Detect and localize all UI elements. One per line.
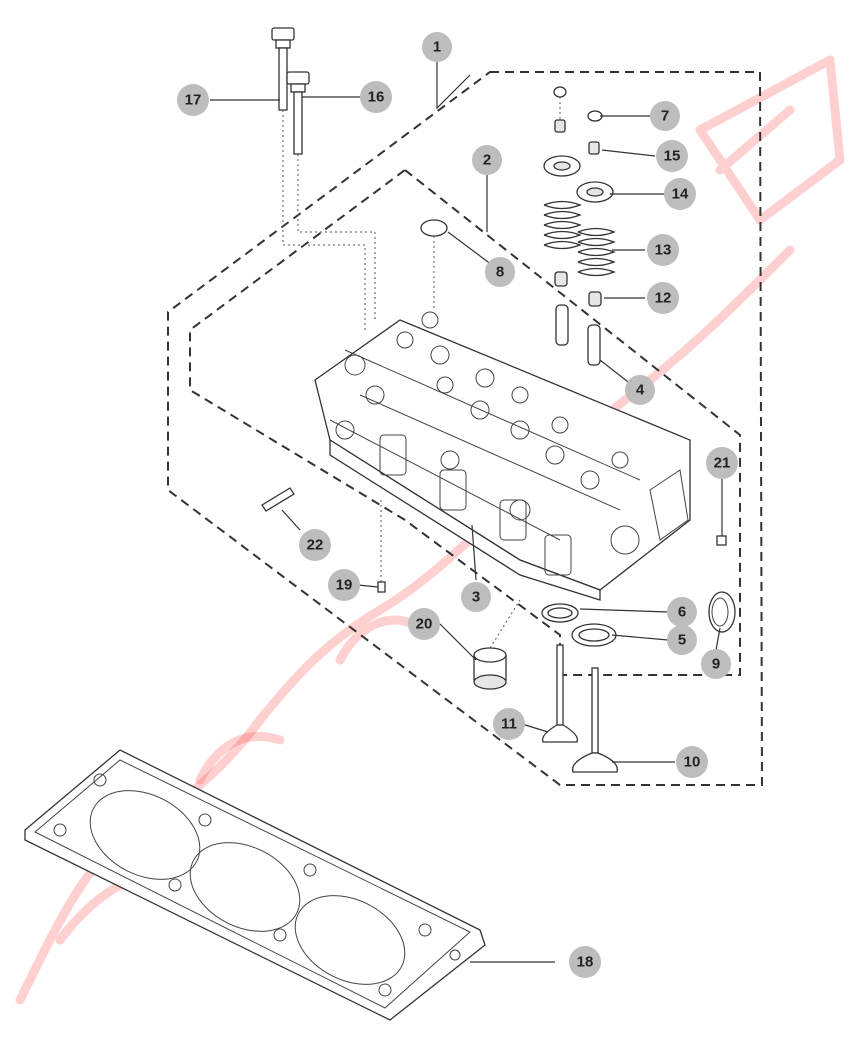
svg-text:14: 14 (672, 186, 689, 203)
plug (420, 219, 448, 310)
svg-text:10: 10 (684, 754, 701, 771)
callout-10: 10 (676, 746, 708, 778)
svg-text:9: 9 (712, 656, 720, 673)
callout-21: 21 (706, 447, 738, 479)
cylinder-head (314, 311, 691, 601)
head-bolt-short (286, 71, 310, 155)
callout-11: 11 (493, 708, 525, 740)
svg-text:22: 22 (307, 537, 324, 554)
svg-text:7: 7 (661, 108, 669, 125)
injector-sleeve (473, 599, 521, 690)
callout-2: 2 (472, 145, 502, 175)
side-cover-plug (708, 591, 736, 633)
exhaust-valve (571, 667, 619, 773)
callout-13: 13 (647, 234, 679, 266)
svg-text:1: 1 (433, 39, 441, 56)
svg-text:19: 19 (336, 577, 353, 594)
callout-9: 9 (701, 649, 731, 679)
svg-text:12: 12 (655, 290, 672, 307)
leader-lines (210, 62, 723, 963)
kit-outline-2 (189, 168, 741, 676)
valve-cotter-right (588, 141, 600, 155)
callout-20: 20 (408, 608, 440, 640)
callout-19: 19 (328, 569, 360, 601)
cover-bolt (716, 535, 727, 546)
intake-valve (541, 644, 579, 743)
dowel-pin (261, 487, 295, 512)
valve-stem-seal-left (554, 271, 568, 287)
callout-3: 3 (461, 582, 491, 612)
kit-outline-1 (167, 71, 764, 786)
head-bolt-long (271, 27, 295, 111)
valve-spring-right (577, 227, 616, 277)
svg-text:21: 21 (714, 455, 731, 472)
callout-14: 14 (664, 178, 696, 210)
svg-text:18: 18 (577, 954, 594, 971)
valve-seat-insert-5 (571, 623, 617, 647)
svg-text:5: 5 (678, 632, 686, 649)
svg-text:3: 3 (472, 589, 480, 606)
svg-text:11: 11 (501, 716, 517, 733)
valve-guide-right (587, 324, 601, 366)
svg-text:13: 13 (655, 242, 672, 259)
valve-retainer-left (543, 155, 581, 177)
valve-retainer-right (576, 181, 614, 203)
svg-text:16: 16 (368, 89, 385, 106)
valve-cotter-left (554, 119, 566, 133)
svg-text:6: 6 (678, 604, 686, 621)
valve-guide-left (555, 304, 569, 346)
valve-seat-insert-6 (541, 603, 579, 623)
callout-8: 8 (485, 257, 515, 287)
callout-1: 1 (422, 32, 452, 62)
svg-text:8: 8 (496, 264, 504, 281)
svg-text:2: 2 (483, 152, 491, 169)
head-gasket (24, 749, 486, 1021)
small-bolt (377, 500, 386, 593)
svg-text:17: 17 (185, 92, 202, 109)
callout-18: 18 (569, 946, 601, 978)
valve-cap-top (553, 86, 567, 120)
callout-7: 7 (650, 101, 680, 131)
callout-6: 6 (667, 597, 697, 627)
svg-text:15: 15 (664, 148, 681, 165)
callout-17: 17 (177, 84, 209, 116)
callout-22: 22 (299, 529, 331, 561)
svg-text:4: 4 (636, 382, 645, 399)
callout-5: 5 (667, 625, 697, 655)
callout-16: 16 (360, 81, 392, 113)
svg-text:20: 20 (416, 616, 433, 633)
callout-12: 12 (647, 282, 679, 314)
callout-4: 4 (625, 375, 655, 405)
valve-spring-left (543, 200, 582, 250)
callout-15: 15 (656, 140, 688, 172)
valve-cap-right (587, 110, 603, 122)
valve-stem-seal-right (588, 291, 602, 307)
